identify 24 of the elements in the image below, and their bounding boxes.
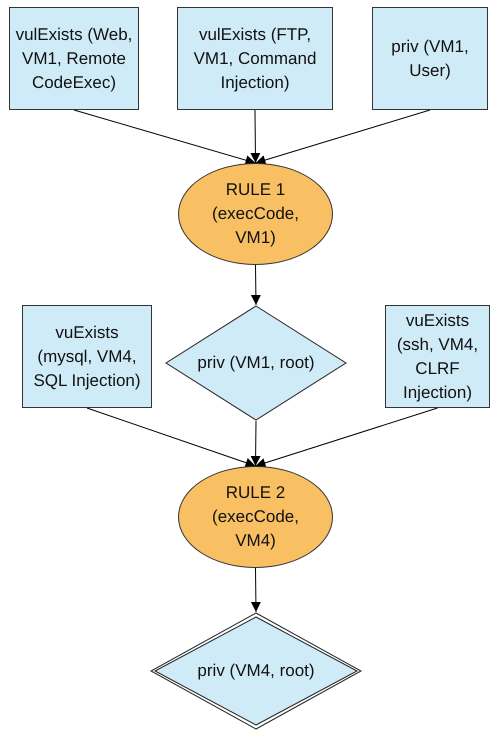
node-text: priv (VM1, User) bbox=[390, 36, 470, 82]
node-text: vulExists (FTP, VM1, Command Injection) bbox=[192, 24, 318, 94]
arrow bbox=[250, 110, 260, 164]
node-text: priv (VM4, root) bbox=[197, 660, 315, 682]
privilege-diamond bbox=[165, 305, 347, 421]
arrow bbox=[255, 110, 430, 165]
fact-box bbox=[177, 7, 333, 110]
fact-box bbox=[22, 305, 152, 408]
node-text: RULE 2 (execCode, VM4) bbox=[211, 482, 300, 552]
arrow bbox=[255, 408, 438, 468]
arrow bbox=[250, 420, 261, 466]
arrow bbox=[250, 264, 261, 306]
arrow bbox=[250, 568, 261, 612]
fact-box bbox=[372, 7, 488, 110]
goal-diamond bbox=[150, 612, 362, 730]
fact-box bbox=[385, 305, 490, 408]
node-text: vuExists (ssh, VM4, CLRF Injection) bbox=[396, 310, 480, 404]
arrow bbox=[86, 408, 256, 468]
node-text: vulExists (Web, VM1, Remote CodeExec) bbox=[14, 24, 134, 94]
arrow bbox=[74, 110, 256, 165]
node-text: RULE 1 (execCode, VM1) bbox=[211, 179, 300, 249]
node-text: priv (VM1, root) bbox=[197, 352, 315, 374]
node-text: vuExists (mysql, VM4, SQL Injection) bbox=[32, 322, 142, 392]
fact-box bbox=[9, 7, 139, 110]
